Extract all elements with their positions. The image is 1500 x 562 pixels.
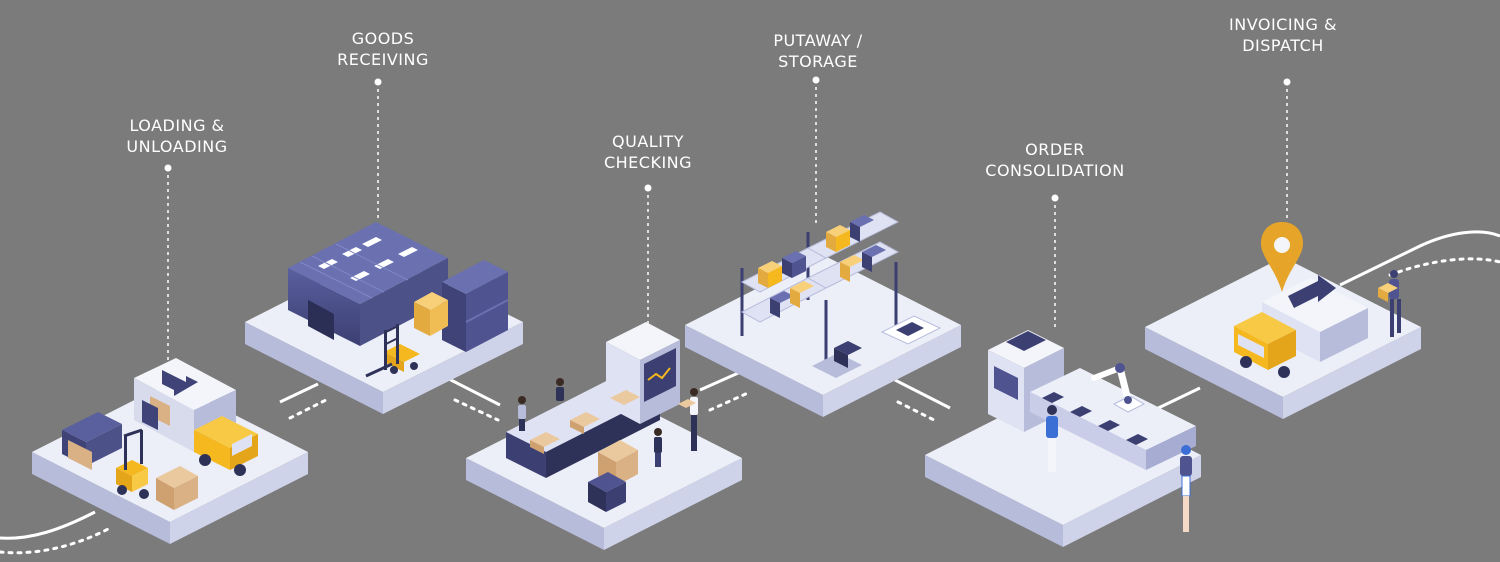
stage-label-line: CONSOLIDATION bbox=[985, 161, 1125, 180]
storage-rack-icon bbox=[740, 211, 942, 378]
stage-label-line: STORAGE bbox=[778, 52, 858, 71]
stage-label-loading-unloading: LOADING & UNLOADING bbox=[82, 115, 272, 157]
worker-figures bbox=[1046, 405, 1192, 532]
stage-label-line: DISPATCH bbox=[1242, 36, 1324, 55]
route-dotted-line bbox=[0, 257, 1500, 555]
label-leader-lines bbox=[164, 76, 1291, 360]
stage-label-line: PUTAWAY / bbox=[773, 31, 863, 50]
stage-label-line: RECEIVING bbox=[337, 50, 429, 69]
stage-label-line: UNLOADING bbox=[126, 137, 228, 156]
location-pin-truck-icon bbox=[1234, 222, 1401, 378]
stage-label-line: QUALITY bbox=[612, 132, 684, 151]
robot-arm-icon bbox=[988, 330, 1196, 532]
stage-label-invoicing-dispatch: INVOICING & DISPATCH bbox=[1188, 14, 1378, 56]
warehouse-icon bbox=[288, 222, 509, 378]
stage-label-line: ORDER bbox=[1025, 140, 1085, 159]
conveyor-inspection-icon bbox=[506, 322, 698, 512]
truck-forklift-icon bbox=[62, 358, 258, 510]
stage-label-line: INVOICING & bbox=[1229, 15, 1337, 34]
stage-label-line: GOODS bbox=[351, 29, 415, 48]
stage-label-goods-receiving: GOODS RECEIVING bbox=[288, 28, 478, 70]
stage-label-line: LOADING & bbox=[129, 116, 225, 135]
stage-label-putaway-storage: PUTAWAY / STORAGE bbox=[723, 30, 913, 72]
stage-label-line: CHECKING bbox=[603, 153, 693, 172]
worker-figures bbox=[518, 378, 698, 467]
stage-label-quality-checking: QUALITY CHECKING bbox=[553, 131, 743, 173]
stage-label-order-consolidation: ORDER CONSOLIDATION bbox=[960, 139, 1150, 181]
